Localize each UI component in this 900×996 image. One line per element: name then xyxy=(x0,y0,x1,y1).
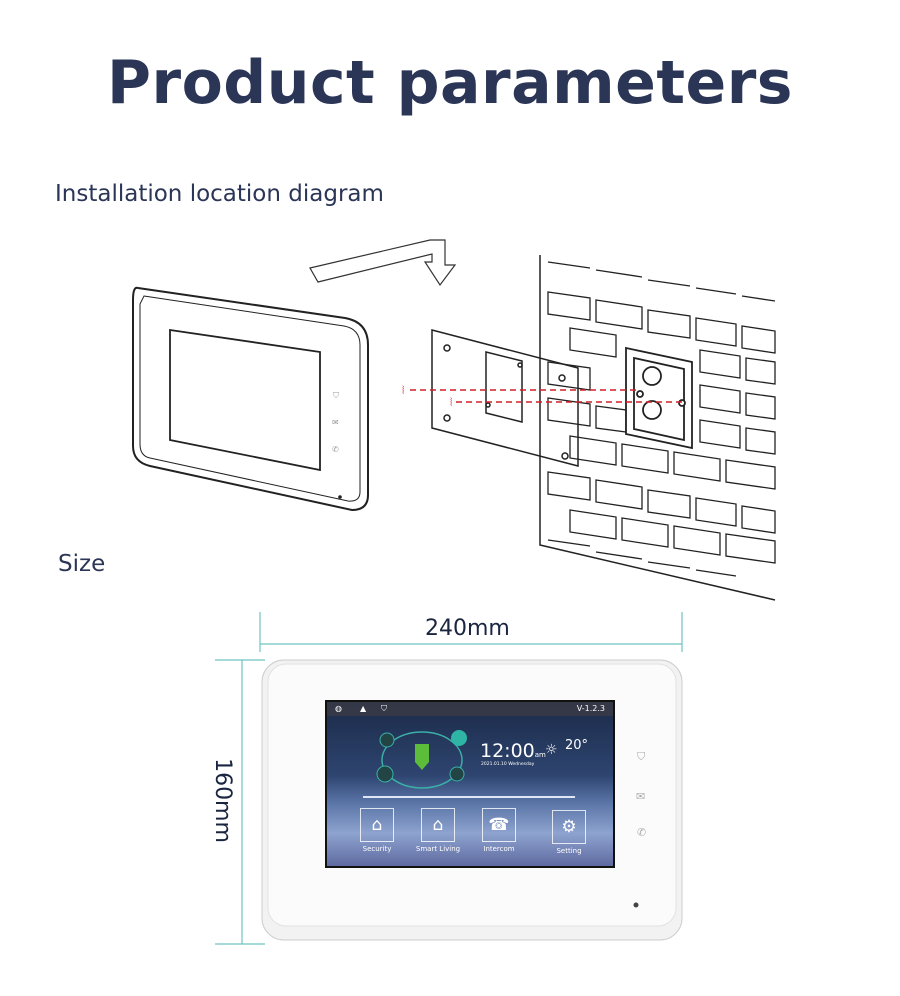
mail-icon: ✉ xyxy=(636,790,645,803)
smart-home-icon: ⌂ xyxy=(421,808,455,842)
shield-icon: ⛉ xyxy=(637,750,646,763)
screw-icon: ⦚ xyxy=(450,396,452,409)
weather-icon: ☼ xyxy=(545,742,558,758)
height-dimension: 160mm xyxy=(209,758,235,843)
app-label: Intercom xyxy=(483,845,515,853)
divider xyxy=(363,796,575,798)
version-label: V-1.2.3 xyxy=(576,704,605,713)
size-heading: Size xyxy=(58,551,106,577)
temperature: 20° xyxy=(565,738,589,753)
monitor-drawing: ⛉ ✉ ✆ xyxy=(132,286,369,512)
date-value: 2021.01.10 xyxy=(481,762,507,767)
app-label: Security xyxy=(362,845,392,853)
screw-lines xyxy=(410,389,685,403)
phone-icon: ☎ xyxy=(482,808,516,842)
app-setting[interactable]: ⚙ Setting xyxy=(539,810,599,855)
gear-icon: ⚙ xyxy=(552,810,586,844)
globe-icon: ◍ xyxy=(335,704,342,713)
brick-wall xyxy=(539,255,776,601)
microphone-dot xyxy=(633,902,639,908)
ampm-text: am xyxy=(534,751,546,759)
clock: 12:00am xyxy=(480,740,546,762)
page-title: Product parameters xyxy=(107,48,793,118)
mounting-plate xyxy=(431,329,579,467)
screw-icon: ⦚ xyxy=(402,384,404,397)
wall-box xyxy=(625,346,693,450)
security-icon: ⌂ xyxy=(360,808,394,842)
status-bar: ◍ ▲ ⛉ V-1.2.3 xyxy=(327,702,613,716)
alarm-icon: ▲ xyxy=(360,704,367,713)
phone-icon: ✆ xyxy=(637,826,646,839)
shield-icon: ⛉ xyxy=(381,704,387,713)
time-text: 12:00 xyxy=(480,740,535,762)
app-security[interactable]: ⌂ Security xyxy=(347,808,407,853)
date-text: 2021.01.10 Wednesday xyxy=(481,762,534,767)
app-smart-living[interactable]: ⌂ Smart Living xyxy=(408,808,468,853)
app-intercom[interactable]: ☎ Intercom xyxy=(469,808,529,853)
svg-text:✆: ✆ xyxy=(332,445,339,454)
app-label: Setting xyxy=(556,847,582,855)
installation-heading: Installation location diagram xyxy=(55,181,384,207)
device-screen: ◍ ▲ ⛉ V-1.2.3 12:00am 2021.01.10 Wednesd… xyxy=(327,702,613,866)
security-ring-widget xyxy=(376,730,467,789)
svg-text:✉: ✉ xyxy=(332,418,339,427)
width-dimension: 240mm xyxy=(425,616,510,641)
app-label: Smart Living xyxy=(415,845,461,853)
dimension-lines xyxy=(215,612,683,945)
insert-arrow-icon xyxy=(309,239,457,287)
svg-text:⛉: ⛉ xyxy=(333,391,339,400)
weekday-value: Wednesday xyxy=(508,762,535,767)
